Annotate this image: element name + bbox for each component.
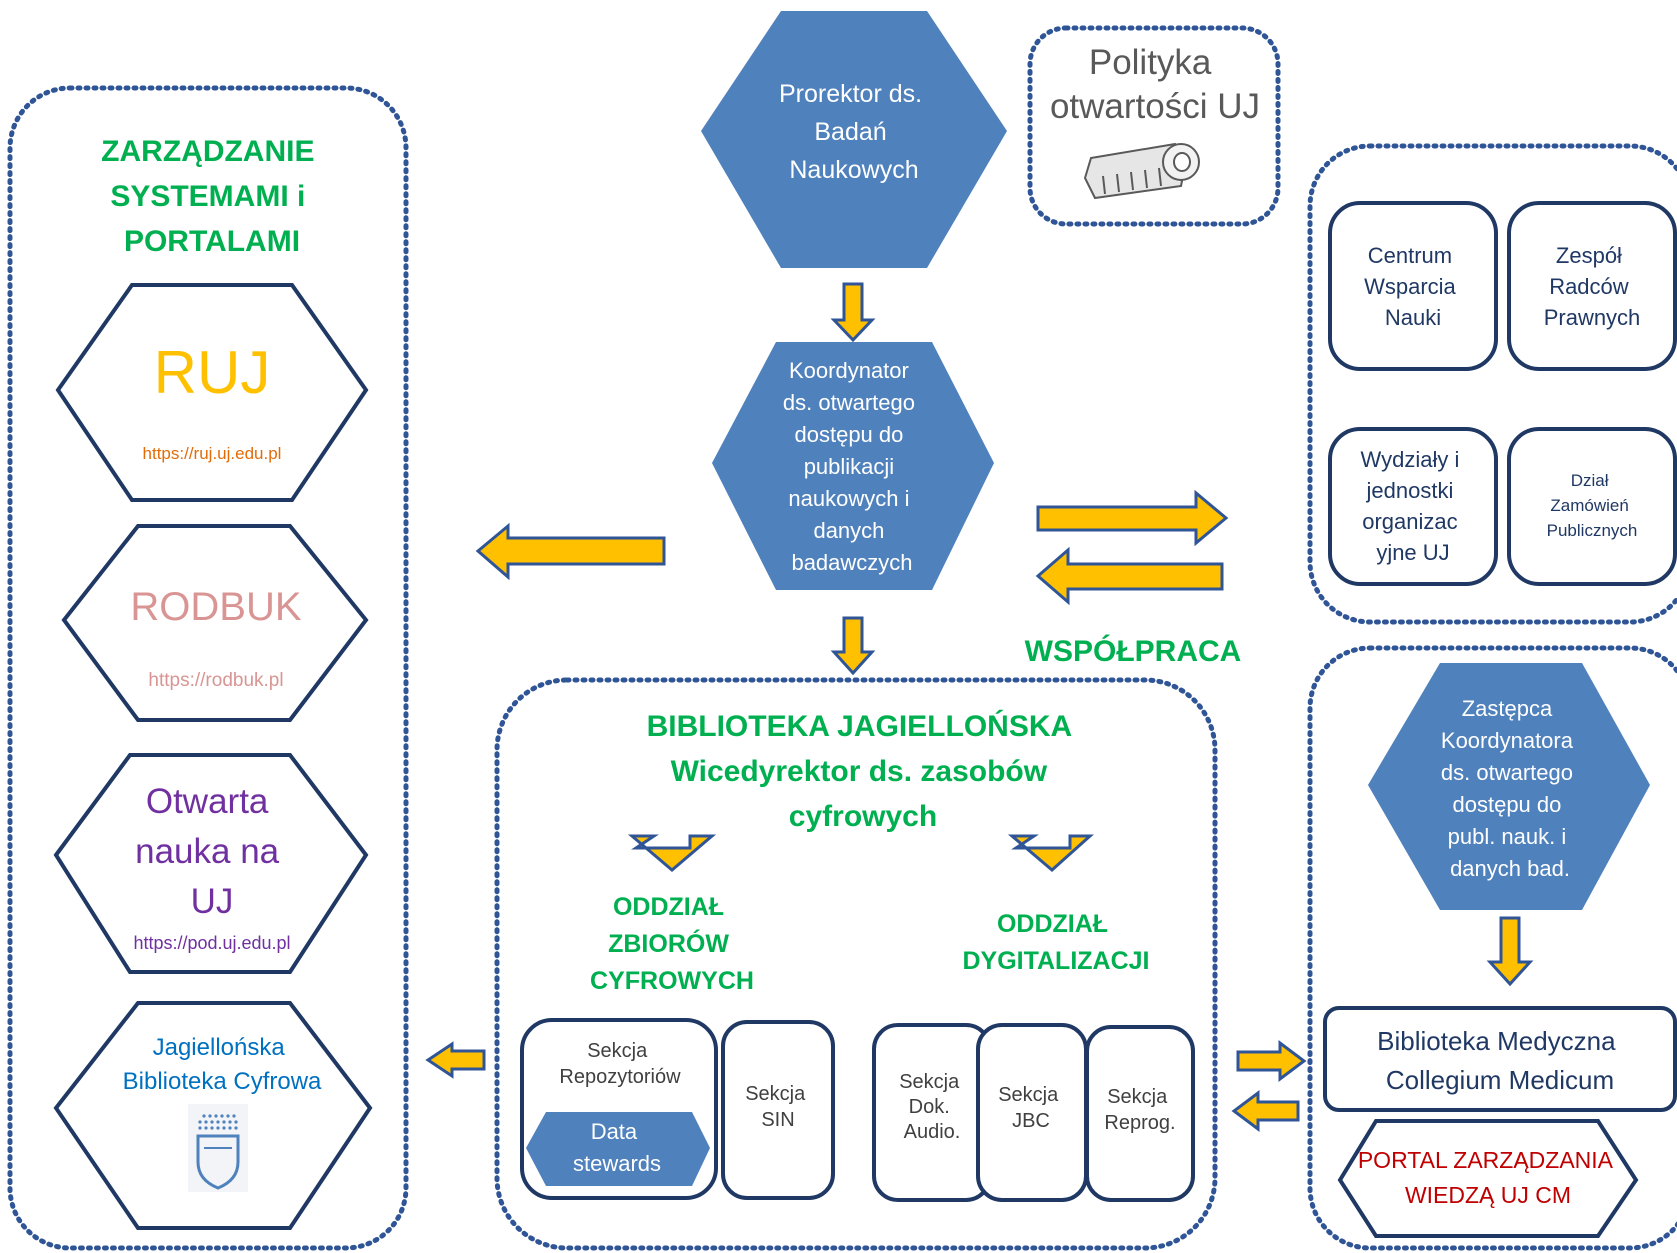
zastepca-hexagon: [1368, 663, 1650, 910]
sekcja-jbc-label: Sekcja JBC: [998, 1084, 1064, 1132]
arrow-down-dygitalizacji: [1007, 834, 1094, 872]
oddzial-dygitalizacji-label: ODDZIAŁ DYGITALIZACJI: [962, 910, 1149, 975]
portal-label: PORTAL ZARZĄDZANIA WIEDZĄ UJ CM: [1358, 1147, 1618, 1208]
dzp-box: [1507, 427, 1677, 586]
pod-name: Otwarta nauka na UJ: [135, 782, 289, 921]
scroll-document-icon: [1083, 142, 1200, 200]
dzp-label: Dział Zamówień Publicznych: [1547, 471, 1638, 540]
pod-url[interactable]: https://pod.uj.edu.pl: [133, 933, 290, 953]
wspolpraca-label: WSPÓŁPRACA: [1025, 634, 1242, 668]
arrow-left-bj-jbc: [425, 1041, 486, 1079]
arrow-down-prorektor: [830, 282, 876, 343]
prorektor-hexagon: [701, 11, 1007, 268]
ruj-name: RUJ: [154, 339, 271, 406]
ruj-url[interactable]: https://ruj.uj.edu.pl: [143, 444, 282, 463]
arrow-right-cooperation: [1036, 489, 1229, 547]
data-stewards-hexagon: [526, 1112, 710, 1186]
cm-panel-border: [1307, 645, 1677, 1251]
sekcja-repozytoriow-label: Sekcja Repozytoriów: [559, 1040, 681, 1088]
sekcja-audio-label: Sekcja Dok. Audio.: [899, 1071, 965, 1143]
pod-hexagon[interactable]: [53, 753, 369, 974]
prorektor-label: Prorektor ds. Badań Naukowych: [779, 80, 929, 184]
arrow-right-bj-cm: [1236, 1040, 1307, 1082]
sekcja-reprog-box: [1085, 1025, 1195, 1202]
koordynator-label: Koordynator ds. otwartego dostępu do pub…: [783, 358, 921, 575]
oddzial-zbiorow-label: ODDZIAŁ ZBIORÓW CYFROWYCH: [590, 893, 754, 995]
jbc-name: Jagiellońska Biblioteka Cyfrowa: [123, 1034, 322, 1095]
sekcja-sin-label: Sekcja SIN: [745, 1083, 811, 1131]
wydzialy-label: Wydziały i jednostki organizac yjne UJ: [1361, 447, 1466, 565]
cooperation-panel-border: [1307, 143, 1677, 625]
cwn-box: [1328, 201, 1498, 371]
left-panel-border: [7, 85, 409, 1251]
polityka-label: Polityka otwartości UJ: [1050, 43, 1260, 126]
biblioteka-medyczna-box: [1323, 1006, 1677, 1112]
zrp-label: Zespół Radców Prawnych: [1544, 243, 1641, 330]
sekcja-sin-box: [721, 1020, 835, 1200]
data-stewards-label: Data stewards: [573, 1119, 661, 1176]
cwn-label: Centrum Wsparcia Nauki: [1364, 243, 1462, 330]
arrow-down-koordynator: [830, 616, 876, 676]
arrow-down-zastepca: [1486, 916, 1534, 987]
library-shield-icon: [188, 1104, 248, 1192]
bj-panel-border: [494, 677, 1218, 1251]
rodbuk-url[interactable]: https://rodbuk.pl: [148, 670, 283, 691]
bj-title: BIBLIOTEKA JAGIELLOŃSKA Wicedyrektor ds.…: [647, 709, 1080, 833]
zastepca-label: Zastępca Koordynatora ds. otwartego dost…: [1441, 696, 1579, 881]
left-panel-title: ZARZĄDZANIE SYSTEMAMI i PORTALAMI: [101, 135, 323, 258]
arrow-down-zbiorow: [627, 834, 717, 872]
zrp-box: [1507, 201, 1677, 371]
polityka-border: [1027, 25, 1281, 227]
arrow-left-cm-bj: [1231, 1090, 1300, 1132]
koordynator-hexagon: [712, 342, 994, 590]
biblioteka-medyczna-label: Biblioteka Medyczna Collegium Medicum: [1377, 1026, 1623, 1095]
arrow-left-systems: [475, 522, 666, 581]
ruj-hexagon[interactable]: [55, 283, 369, 502]
wydzialy-box: [1328, 427, 1498, 586]
portal-hexagon[interactable]: [1337, 1119, 1639, 1238]
rodbuk-hexagon[interactable]: [61, 524, 369, 722]
sekcja-reprog-label: Sekcja Reprog.: [1104, 1086, 1175, 1134]
arrow-left-cooperation: [1035, 546, 1224, 606]
rodbuk-name: RODBUK: [130, 585, 301, 629]
